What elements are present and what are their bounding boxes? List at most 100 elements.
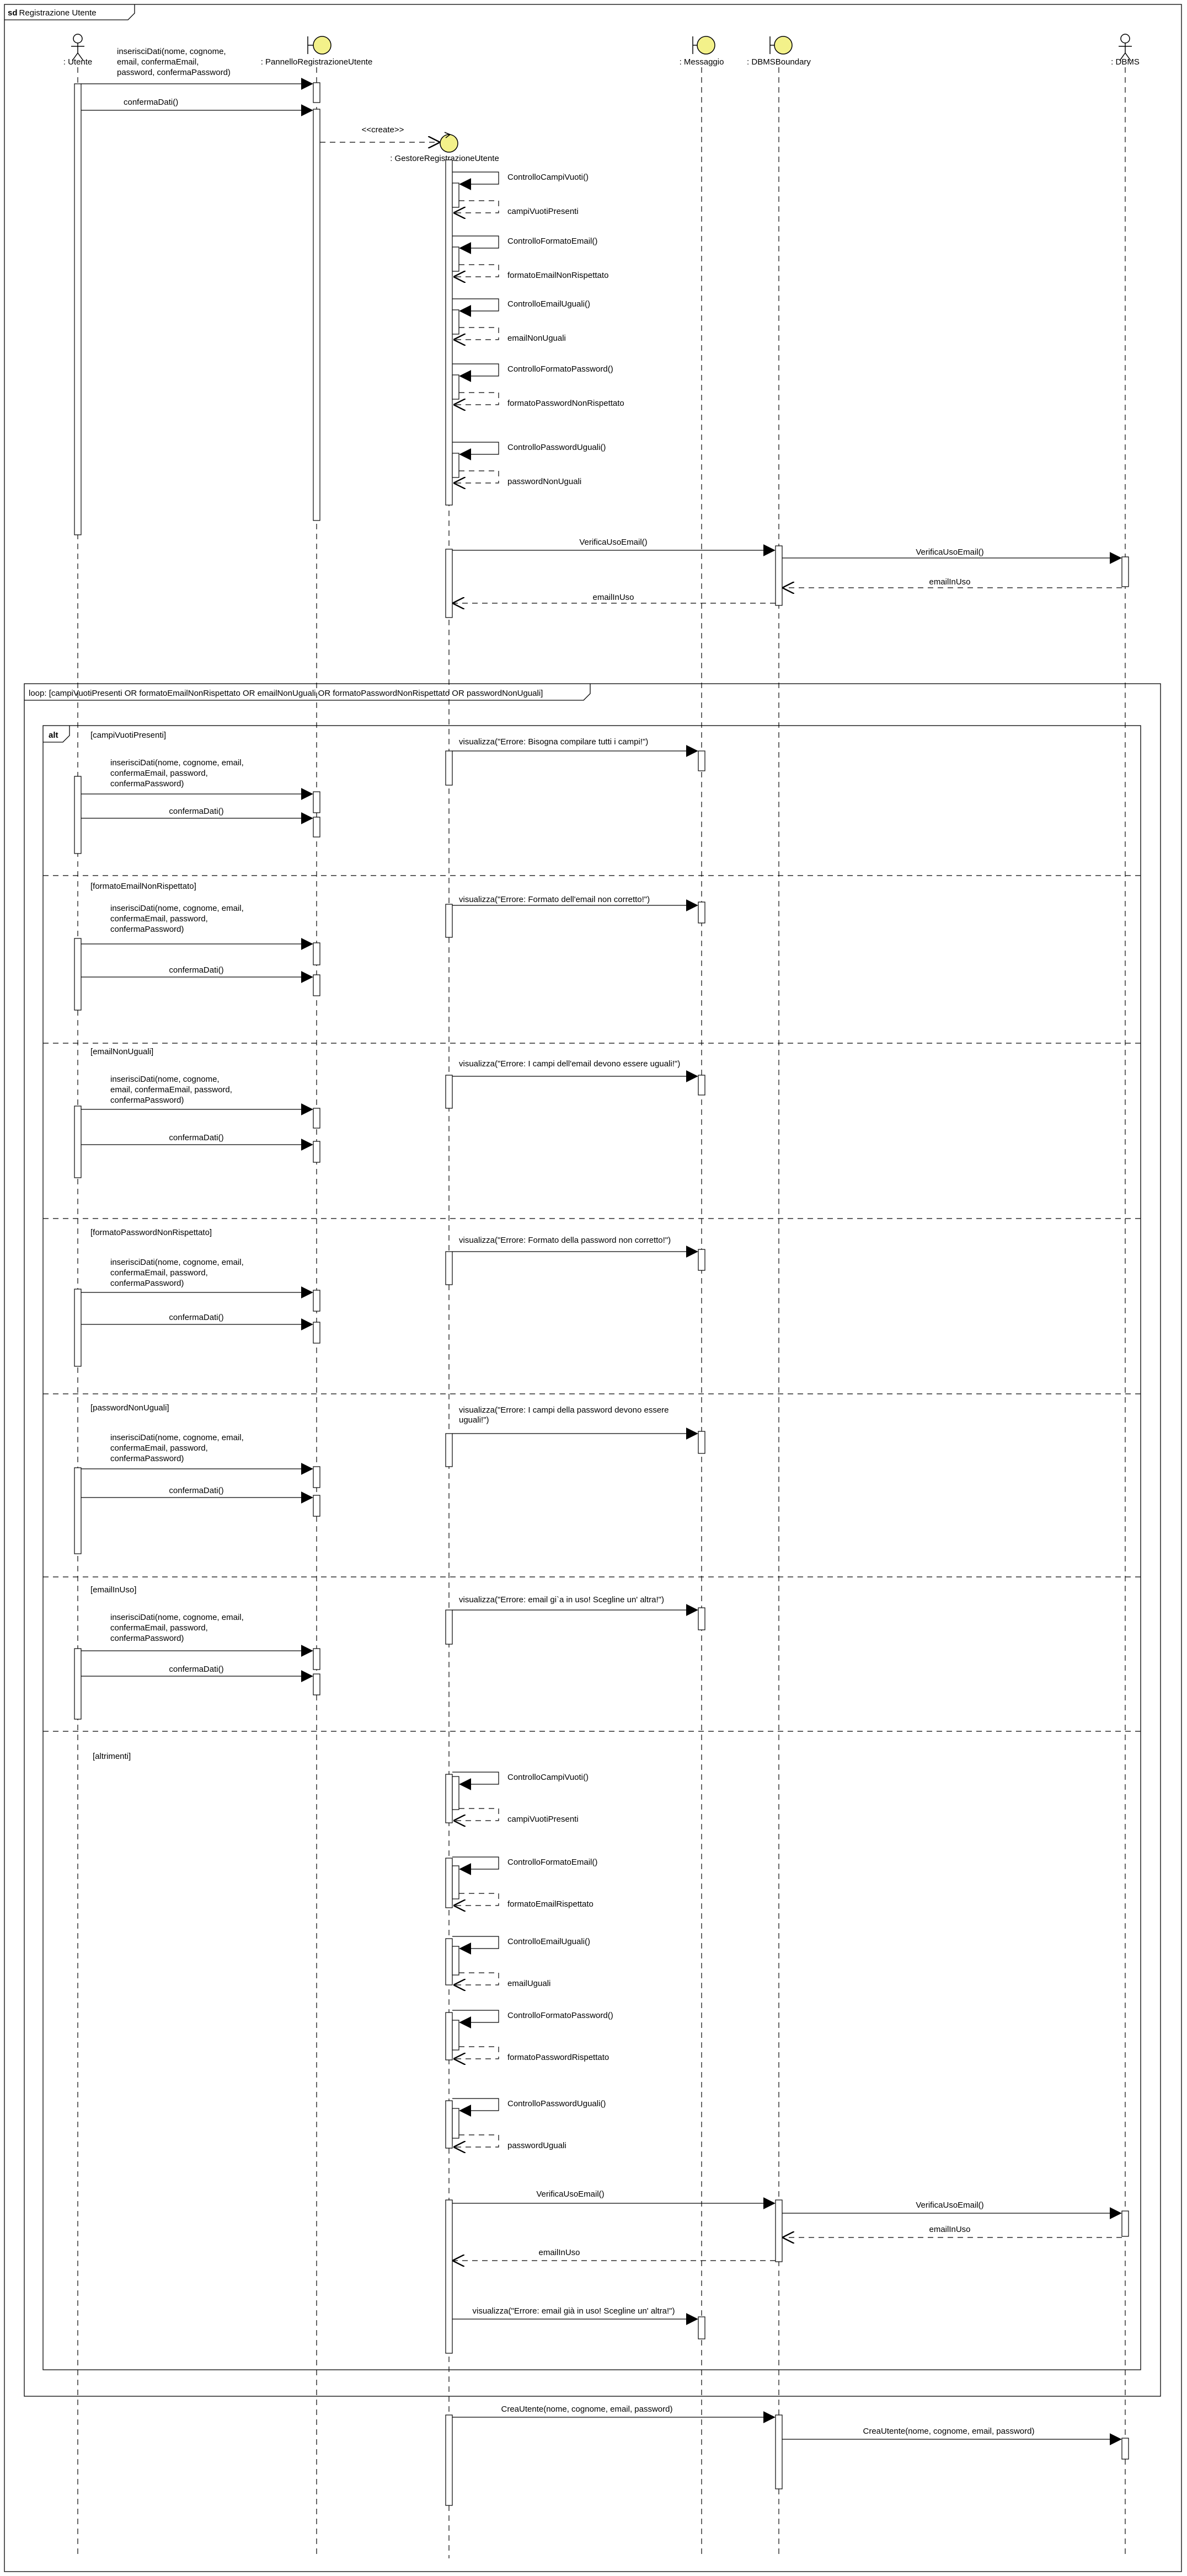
self-return-label: campiVuotiPresenti <box>507 207 579 216</box>
participant-pannello: : PannelloRegistrazioneUtente <box>261 36 373 67</box>
input-label: confermaPassword) <box>110 1096 184 1105</box>
actor-icon <box>1119 43 1132 61</box>
self-call-label: ControlloCampiVuoti() <box>507 1773 589 1782</box>
visualizza-label: visualizza("Errore: email gi`a in uso! S… <box>459 1595 664 1604</box>
participant-label: : GestoreRegistrazioneUtente <box>390 154 499 163</box>
self-return-arrow <box>455 470 499 483</box>
self-call-arrow <box>452 1772 499 1790</box>
input-label: inserisciDati(nome, cognome, email, <box>110 1613 244 1622</box>
guard-label: [emailNonUguali] <box>90 1047 153 1056</box>
input-label: inserisciDati(nome, cognome, email, <box>110 758 244 768</box>
guard-label: [emailInUso] <box>90 1585 136 1595</box>
input-label: confermaPassword) <box>110 1454 184 1463</box>
sd-frame-tab <box>4 4 135 20</box>
input-label: confermaPassword) <box>110 1279 184 1288</box>
self-call-arrow <box>452 171 499 190</box>
guard-label: [altrimenti] <box>93 1752 131 1761</box>
svg-text:VerificaUsoEmail(): VerificaUsoEmail() <box>916 2201 983 2210</box>
self-call-arrow <box>452 442 499 460</box>
visualizza-label: visualizza("Errore: Formato della passwo… <box>459 1236 671 1245</box>
self-check: ControlloPasswordUguali() passwordUguali <box>452 2098 606 2150</box>
self-call-arrow <box>452 235 499 254</box>
svg-text:emailInUso: emailInUso <box>929 2225 970 2234</box>
svg-text:inserisciDati(nome, cognome,: inserisciDati(nome, cognome, <box>117 47 226 56</box>
input-label: confermaEmail, password, <box>110 769 208 778</box>
self-return-label: formatoEmailRispettato <box>507 1899 594 1909</box>
self-check: ControlloEmailUguali()emailNonUguali <box>452 298 590 343</box>
alt-fragment: alt <box>42 725 1141 2370</box>
participant-utente: : Utente <box>63 34 93 67</box>
input-label: confermaPassword) <box>110 925 184 934</box>
self-call-arrow <box>452 363 499 382</box>
loop-fragment: loop: [campiVuotiPresenti OR formatoEmai… <box>24 683 1161 2397</box>
participant-dbms: : DBMS <box>1111 34 1140 67</box>
boundary-icon <box>774 36 793 55</box>
self-return-arrow <box>455 392 499 405</box>
self-call-label: ControlloFormatoPassword() <box>507 2011 613 2020</box>
boundary-icon <box>697 36 715 55</box>
self-return-label: passwordUguali <box>507 2141 566 2150</box>
self-return-label: formatoPasswordRispettato <box>507 2053 609 2062</box>
control-icon <box>440 134 458 153</box>
input-label: email, confermaEmail, password, <box>110 1085 232 1094</box>
guard-label: [formatoPasswordNonRispettato] <box>90 1228 212 1237</box>
input-label: confermaEmail, password, <box>110 1443 208 1453</box>
guard-label: [formatoEmailNonRispettato] <box>90 882 196 891</box>
guard-label: [campiVuotiPresenti] <box>90 731 166 740</box>
self-check: ControlloFormatoPassword() formatoPasswor… <box>452 2010 613 2062</box>
confirm-label: confermaDati() <box>169 1486 223 1495</box>
svg-text:loop: [campiVuotiPresenti OR f: loop: [campiVuotiPresenti OR formatoEmai… <box>29 689 543 698</box>
self-call-arrow <box>452 1856 499 1875</box>
svg-text:confermaDati(): confermaDati() <box>124 98 178 107</box>
self-check: ControlloFormatoPassword()formatoPasswor… <box>452 363 624 408</box>
input-label: confermaEmail, password, <box>110 914 208 924</box>
lifelines <box>77 67 1126 2558</box>
input-label: confermaPassword) <box>110 779 184 788</box>
participant-label: : PannelloRegistrazioneUtente <box>261 57 373 67</box>
svg-text:VerificaUsoEmail(): VerificaUsoEmail() <box>916 548 983 557</box>
svg-text:VerificaUsoEmail(): VerificaUsoEmail() <box>579 538 647 547</box>
input-label: confermaEmail, password, <box>110 1623 208 1633</box>
participant-label: : Utente <box>63 57 93 67</box>
self-return-label: campiVuotiPresenti <box>507 1815 579 1824</box>
final-crea-utente: CreaUtente(nome, cognome, email, passwor… <box>452 2405 1122 2445</box>
input-label: inserisciDati(nome, cognome, email, <box>110 1433 244 1442</box>
self-return-arrow <box>455 2134 499 2147</box>
boundary-icon <box>313 36 331 55</box>
self-check: ControlloCampiVuoti() campiVuotiPresenti <box>452 171 589 216</box>
self-call-label: ControlloFormatoEmail() <box>507 1858 597 1867</box>
visualizza-label: uguali!") <box>459 1415 489 1425</box>
self-return-label: emailUguali <box>507 1979 550 1988</box>
self-return-arrow <box>455 264 499 277</box>
sd-frame <box>4 4 1182 2572</box>
svg-text:emailInUso: emailInUso <box>929 577 970 587</box>
participant-dbmsboundary: : DBMSBoundary <box>747 36 811 67</box>
confirm-label: confermaDati() <box>169 807 223 816</box>
participant-messaggio: : Messaggio <box>680 36 724 67</box>
confirm-label: confermaDati() <box>169 1313 223 1322</box>
alt-section: [emailNonUguali]visualizza("Errore: I ca… <box>43 1043 1141 1151</box>
verify-first: VerificaUsoEmail() VerificaUsoEmail() em… <box>452 538 1122 603</box>
self-return-label: emailNonUguali <box>507 334 566 343</box>
self-check: ControlloCampiVuoti() campiVuotiPresenti <box>452 1772 589 1824</box>
self-call-arrow <box>452 2010 499 2028</box>
visualizza-label: visualizza("Errore: I campi della passwo… <box>459 1405 669 1415</box>
self-call-label: ControlloCampiVuoti() <box>507 173 589 182</box>
input-label: confermaPassword) <box>110 1634 184 1643</box>
actor-icon <box>71 43 84 61</box>
alt-else: [altrimenti] <box>43 1731 1141 1761</box>
svg-text:CreaUtente(nome, cognome, emai: CreaUtente(nome, cognome, email, passwor… <box>501 2405 673 2414</box>
self-checks-initial: ControlloCampiVuoti()campiVuotiPresentiC… <box>452 171 624 486</box>
self-return-arrow <box>455 327 499 340</box>
participant-label: : Messaggio <box>680 57 724 67</box>
self-check: ControlloFormatoEmail()formatoEmailNonRi… <box>452 235 608 280</box>
self-return-arrow <box>455 2046 499 2059</box>
self-call-label: ControlloPasswordUguali() <box>507 2099 606 2108</box>
self-return-label: passwordNonUguali <box>507 477 581 486</box>
input-label: inserisciDati(nome, cognome, <box>110 1075 220 1084</box>
self-call-label: ControlloFormatoPassword() <box>507 364 613 374</box>
alt-section: [formatoPasswordNonRispettato] visualizza… <box>43 1218 1141 1330</box>
msg-conferma-dati: confermaDati() <box>81 98 313 116</box>
svg-text:alt: alt <box>49 731 58 740</box>
self-call-label: ControlloPasswordUguali() <box>507 443 606 452</box>
